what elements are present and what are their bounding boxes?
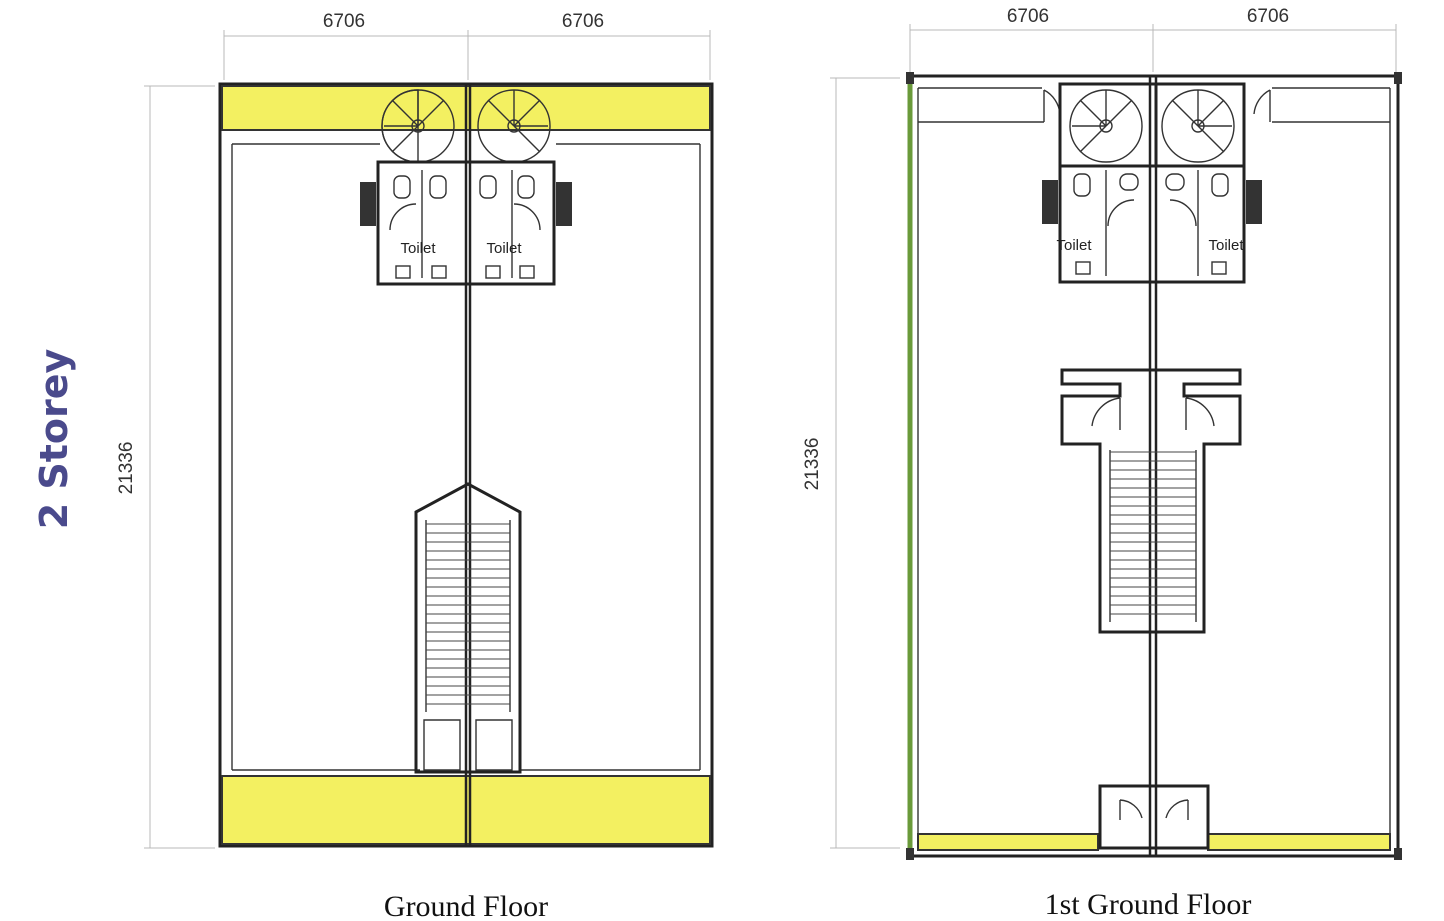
front-shaded-area-left [917,833,1099,851]
outer-wall [908,74,1400,858]
room-label-toilet-right: Toilet [1208,237,1244,254]
room-label-toilet-right: Toilet [486,240,522,257]
ground-floor-plan: 6706 6706 21336 [116,11,714,921]
toilet-block [1042,164,1262,284]
stair-treads [426,523,510,705]
main-staircase [1060,368,1242,634]
plan-caption: 1st Ground Floor [1045,888,1252,921]
width-dimension-right: 6706 [1247,6,1289,27]
main-staircase [414,482,522,774]
width-dimension-right: 6706 [562,11,604,32]
width-dimension-left: 6706 [323,11,365,32]
front-entry [1098,784,1210,850]
first-floor-plan: 6706 6706 21336 [802,6,1402,921]
depth-dimension: 21336 [802,438,823,491]
dimension-lines [144,30,711,849]
stair-treads [1110,451,1196,615]
room-label-toilet-left: Toilet [1056,237,1092,254]
width-dimension-left: 6706 [1007,6,1049,27]
plan-caption: Ground Floor [384,890,548,921]
spiral-staircase [381,89,551,163]
front-shaded-area-right [1207,833,1391,851]
toilet-block [360,160,572,286]
spiral-staircase [1069,89,1235,163]
room-label-toilet-left: Toilet [400,240,436,257]
dimension-lines [830,24,1397,849]
depth-dimension: 21336 [116,442,137,495]
